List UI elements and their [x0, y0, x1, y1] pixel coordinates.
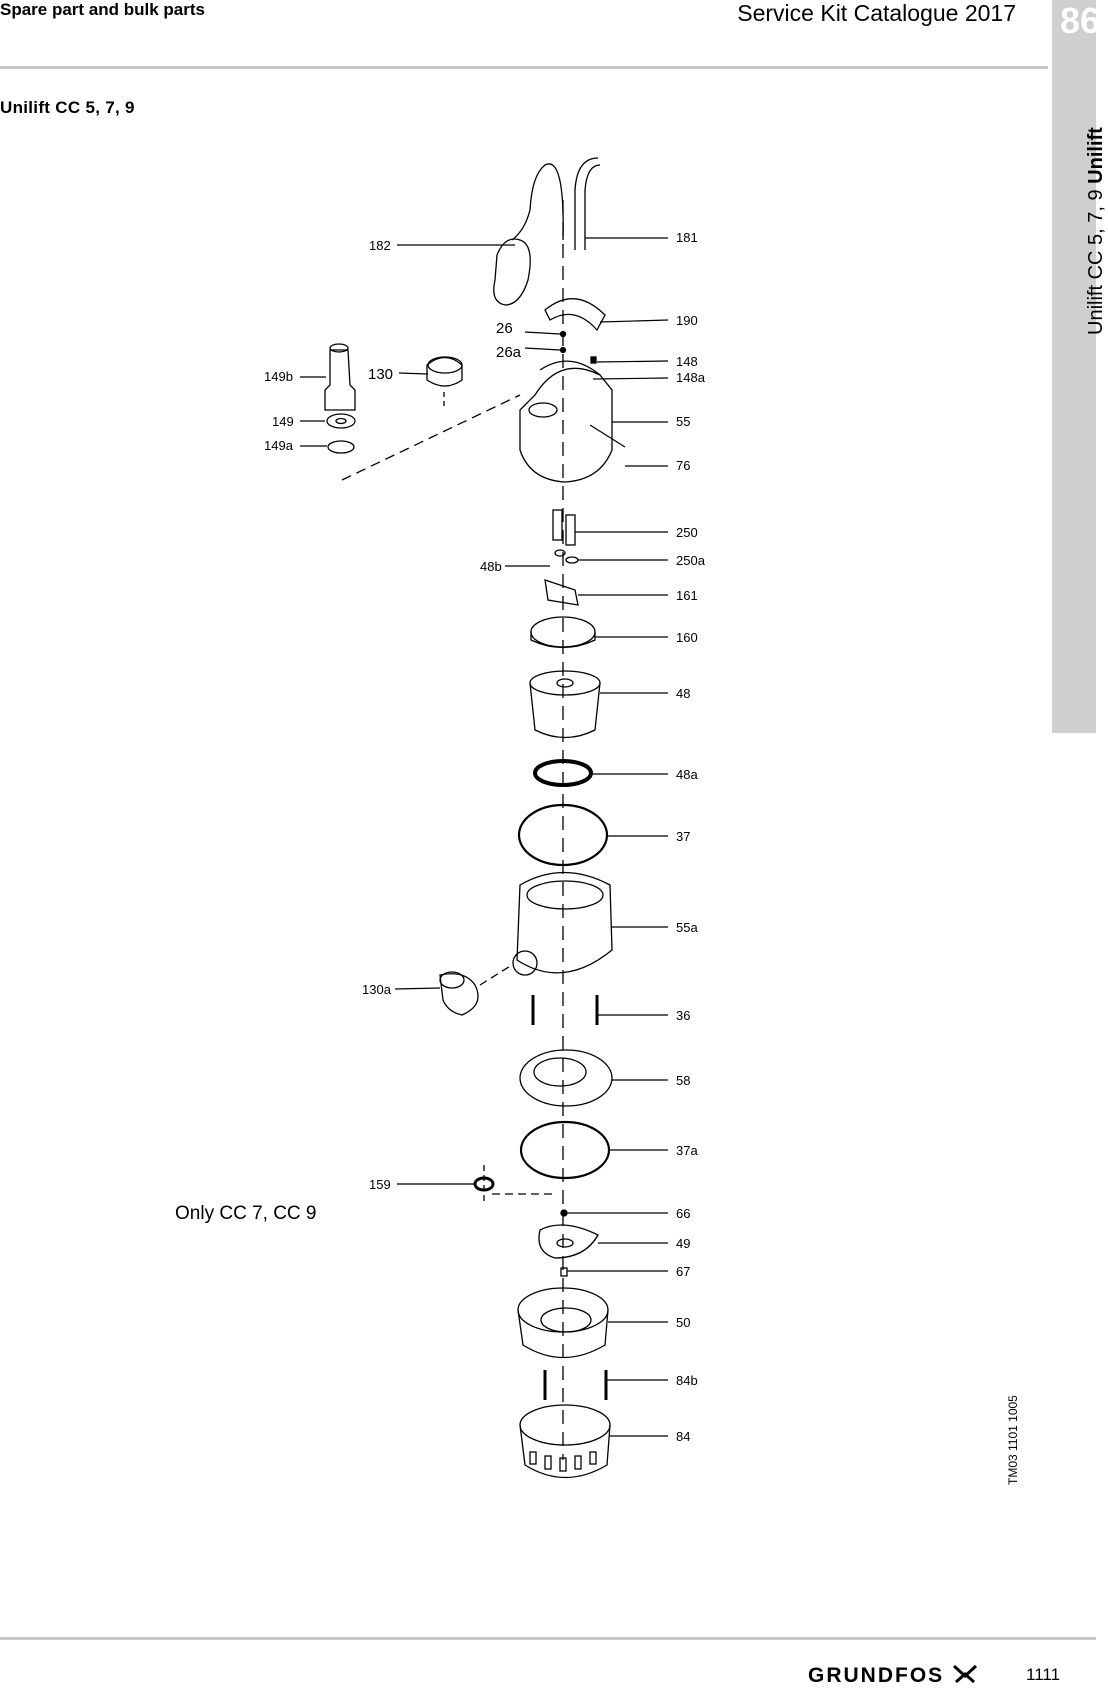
page-number: 1111	[1026, 1665, 1061, 1684]
elbow	[439, 973, 479, 1016]
label-55a: 55a	[676, 920, 698, 935]
cable	[574, 157, 599, 250]
label-84b: 84b	[676, 1373, 698, 1388]
o-ring-37	[517, 803, 609, 867]
o-ring-149a	[327, 440, 355, 454]
footer-divider	[0, 1637, 1096, 1640]
label-37a: 37a	[676, 1143, 698, 1158]
label-67: 67	[676, 1264, 690, 1279]
label-48a: 48a	[676, 767, 698, 782]
o-ring-48a	[533, 759, 593, 787]
header-catalogue: Service Kit Catalogue 2017	[737, 0, 1016, 26]
brand-name: GRUNDFOS	[808, 1664, 945, 1687]
label-49: 49	[676, 1236, 690, 1251]
model-note: Only CC 7, CC 9	[175, 1203, 317, 1224]
label-58: 58	[676, 1073, 690, 1088]
pump-housing	[516, 871, 613, 974]
label-182: 182	[369, 238, 391, 253]
label-148: 148	[676, 354, 698, 369]
tab-number: 86	[1060, 0, 1101, 41]
label-36: 36	[676, 1008, 690, 1023]
label-250: 250	[676, 525, 698, 540]
washer	[326, 413, 356, 429]
washer-67	[560, 1267, 568, 1277]
handle	[544, 297, 606, 332]
header-divider	[0, 66, 1048, 69]
impeller	[538, 1224, 599, 1259]
label-148a: 148a	[676, 370, 706, 385]
label-48b: 48b	[480, 559, 502, 574]
o-ring-37a	[519, 1120, 611, 1180]
header-section: Spare part and bulk parts	[0, 0, 205, 19]
stator-top	[529, 670, 601, 696]
page-title: Unilift CC 5, 7, 9	[0, 98, 135, 117]
label-159: 159	[369, 1177, 391, 1192]
connector	[544, 579, 579, 606]
label-48: 48	[676, 686, 690, 701]
label-37: 37	[676, 829, 690, 844]
cap	[426, 356, 463, 387]
label-181: 181	[676, 230, 698, 245]
label-26a: 26a	[496, 344, 522, 361]
label-149: 149	[272, 414, 294, 429]
label-55: 55	[676, 414, 690, 429]
label-250a: 250a	[676, 553, 706, 568]
label-84: 84	[676, 1429, 690, 1444]
label-190: 190	[676, 313, 698, 328]
drawing-id: TM03 1101 1005	[1006, 1395, 1020, 1485]
capacitor-b	[565, 514, 576, 546]
label-160: 160	[676, 630, 698, 645]
label-76: 76	[676, 458, 690, 473]
float-switch	[493, 238, 531, 306]
nipple	[324, 349, 356, 411]
label-50: 50	[676, 1315, 690, 1330]
float-cable	[511, 163, 564, 241]
pump-cover	[519, 367, 613, 483]
label-149a: 149a	[264, 438, 294, 453]
label-149b: 149b	[264, 369, 293, 384]
label-130a: 130a	[362, 982, 392, 997]
label-161: 161	[676, 588, 698, 603]
label-130: 130	[368, 366, 393, 383]
label-26: 26	[496, 320, 513, 337]
intermediate-plate	[519, 1049, 613, 1107]
label-66: 66	[676, 1206, 690, 1221]
strainer-top	[519, 1404, 611, 1446]
strainer	[519, 1424, 611, 1479]
side-tab	[1052, 0, 1096, 733]
capacitor-a	[552, 509, 563, 541]
brand-mark-icon	[953, 1664, 978, 1684]
grundfos-logo: GRUNDFOS	[808, 1664, 978, 1688]
